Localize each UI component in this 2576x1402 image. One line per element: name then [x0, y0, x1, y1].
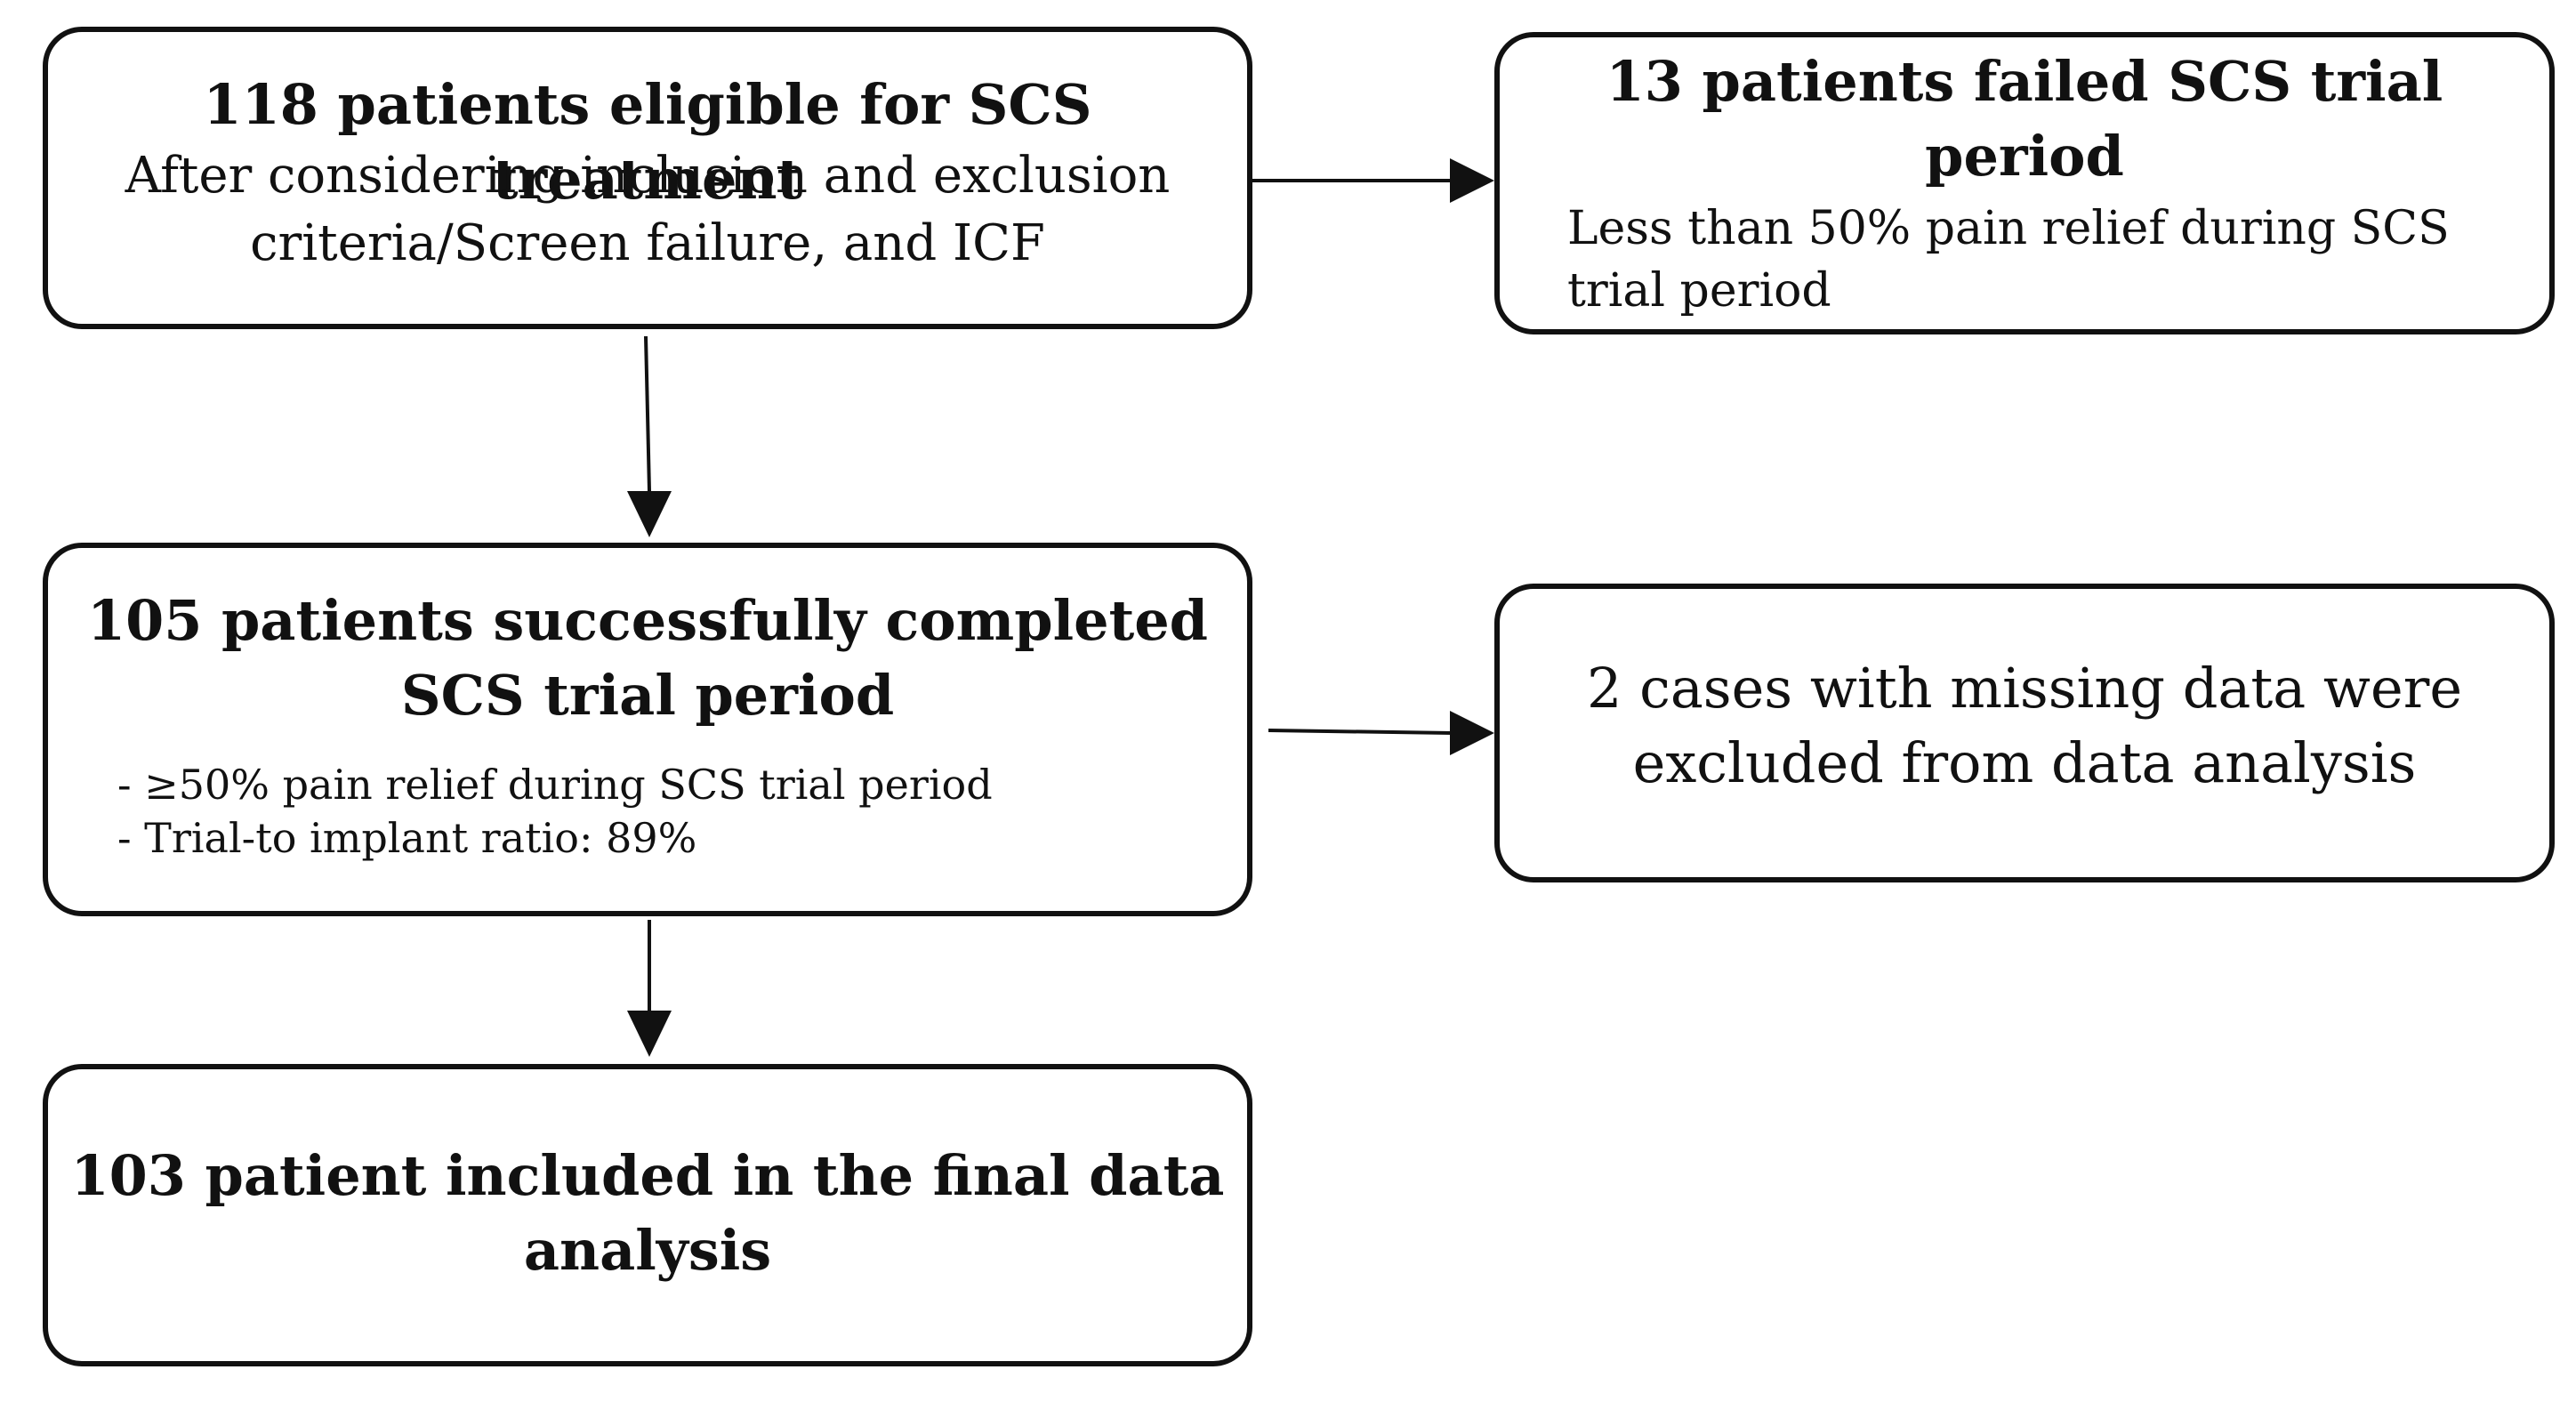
arrowhead-completed-to-missing	[1450, 711, 1494, 755]
eligible-criteria-line-2: criteria/Screen failure, and ICF	[250, 214, 1045, 272]
completed-trial-box: 105 patients successfully completed SCS …	[43, 543, 1252, 916]
eligible-patients-box: 118 patients eligible for SCS treatment …	[43, 27, 1252, 329]
final-title-line-1: 103 patient included in the final data	[70, 1143, 1225, 1208]
missing-data-line-1: 2 cases with missing data were	[1586, 656, 2463, 721]
missing-data-line-2: excluded from data analysis	[1632, 730, 2417, 795]
failed-title: 13 patients failed SCS trial period	[1500, 44, 2549, 194]
arrowhead-eligible-to-failed	[1450, 158, 1494, 203]
final-title-line-2: analysis	[523, 1218, 772, 1283]
eligible-title: 118 patients eligible for SCS treatment	[203, 72, 1092, 212]
failed-title-line-1: 13 patients failed SCS trial	[1606, 49, 2443, 114]
final-analysis-box: 103 patient included in the final data a…	[43, 1064, 1252, 1366]
eligible-criteria-text: After considering inclusion and exclusio…	[48, 142, 1247, 278]
completed-title-line-2: SCS trial period	[400, 663, 895, 728]
completed-details: - ≥50% pain relief during SCS trial peri…	[117, 758, 1229, 865]
failed-reason-text: Less than 50% pain relief during SCS tri…	[1567, 197, 2532, 322]
arrow-completed-to-missing	[1268, 729, 1453, 735]
final-title: 103 patient included in the final data a…	[48, 1139, 1247, 1288]
completed-title: 105 patients successfully completed SCS …	[48, 584, 1247, 733]
missing-data-text: 2 cases with missing data were excluded …	[1500, 651, 2549, 801]
eligible-criteria-line-1: After considering inclusion and exclusio…	[125, 147, 1171, 205]
completed-title-line-1: 105 patients successfully completed	[86, 588, 1209, 653]
failed-title-line-2: period	[1925, 124, 2124, 189]
missing-data-box: 2 cases with missing data were excluded …	[1494, 584, 2555, 882]
completed-detail-implant-ratio: - Trial-to implant ratio: 89%	[117, 814, 697, 862]
arrowhead-completed-to-final	[627, 1011, 672, 1057]
failed-reason-line-1: Less than 50% pain relief during SCS	[1567, 202, 2450, 255]
completed-detail-pain-relief: - ≥50% pain relief during SCS trial peri…	[117, 761, 993, 809]
failed-trial-box: 13 patients failed SCS trial period Less…	[1494, 32, 2555, 334]
arrowhead-eligible-to-completed	[627, 491, 672, 537]
arrow-eligible-to-completed	[644, 335, 651, 492]
failed-reason-line-2: trial period	[1567, 264, 1831, 318]
